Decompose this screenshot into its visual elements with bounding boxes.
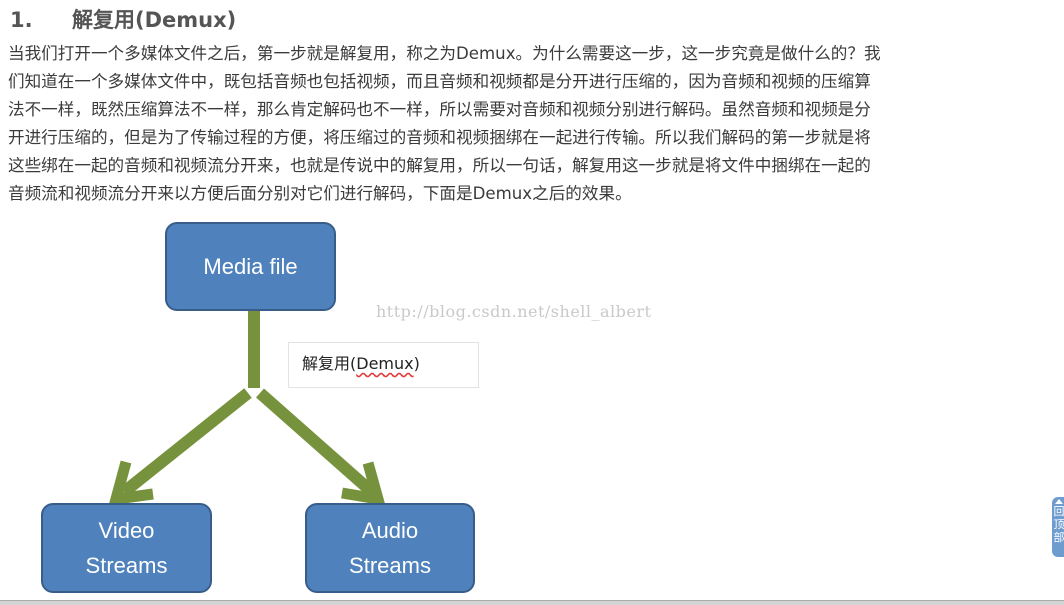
- paragraph-line: 法不一样，既然压缩算法不一样，那么肯定解码也不一样，所以需要对音频和视频分别进行…: [8, 100, 871, 119]
- caret-up-icon: [1055, 499, 1063, 504]
- demux-label-prefix: 解复用(: [302, 354, 357, 373]
- body-paragraph: 当我们打开一个多媒体文件之后，第一步就是解复用，称之为Demux。为什么需要这一…: [8, 40, 1053, 208]
- audio-streams-box: Audio Streams: [305, 503, 475, 593]
- audio-streams-label-line2: Streams: [349, 553, 431, 578]
- paragraph-line: 们知道在一个多媒体文件中，既包括音频也包括视频，而且音频和视频都是分开进行压缩的…: [8, 72, 871, 91]
- audio-streams-label-line1: Audio: [361, 518, 419, 543]
- blog-watermark: http://blog.csdn.net/shell_albert: [376, 302, 652, 321]
- paragraph-line: 这些绑在一起的音频和视频流分开来，也就是传说中的解复用，所以一句话，解复用这一步…: [8, 156, 871, 175]
- arrow-branch-right: [256, 388, 376, 497]
- video-streams-box: Video Streams: [41, 503, 212, 593]
- arrowhead-right: [341, 461, 386, 506]
- video-streams-label-line1: Video: [98, 518, 155, 543]
- paragraph-line: 当我们打开一个多媒体文件之后，第一步就是解复用，称之为Demux。为什么需要这一…: [8, 44, 881, 63]
- section-heading: 1. 解复用(Demux): [10, 4, 236, 34]
- demux-label-word: Demux: [356, 354, 414, 373]
- back-to-top-button[interactable]: 回 顶 部: [1052, 497, 1064, 557]
- demux-label-box: 解复用(Demux): [288, 342, 479, 388]
- media-file-label: Media file: [203, 254, 298, 279]
- horizontal-scrollbar[interactable]: [0, 600, 1064, 605]
- demux-label-suffix: ): [413, 354, 420, 373]
- back-to-top-char: 顶: [1053, 518, 1064, 531]
- media-file-box: Media file: [165, 222, 336, 311]
- arrowhead-left: [108, 460, 154, 506]
- back-to-top-char: 部: [1053, 531, 1064, 544]
- paragraph-line: 音频流和视频流分开来以方便后面分别对它们进行解码，下面是Demux之后的效果。: [8, 184, 632, 203]
- back-to-top-char: 回: [1053, 505, 1064, 518]
- arrow-branch-left: [120, 388, 252, 497]
- section-number: 1.: [10, 8, 33, 32]
- section-title: 解复用(Demux): [72, 8, 237, 32]
- paragraph-line: 开进行压缩的，但是为了传输过程的方便，将压缩过的音频和视频捆绑在一起进行传输。所…: [8, 128, 871, 147]
- video-streams-label-line2: Streams: [85, 553, 168, 578]
